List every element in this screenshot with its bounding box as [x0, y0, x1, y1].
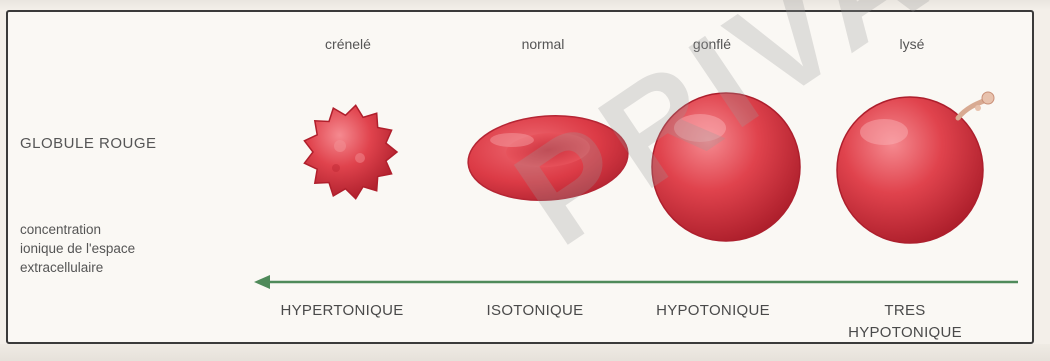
swollen-cell	[652, 93, 800, 241]
crenated-cell	[304, 105, 397, 198]
tonicity-line: HYPOTONIQUE	[848, 322, 962, 344]
normal-cell	[465, 111, 630, 206]
tonicity-tres-hypotonique: TRES HYPOTONIQUE	[848, 300, 962, 344]
concentration-arrow	[254, 275, 1018, 289]
tonicity-hypotonique: HYPOTONIQUE	[656, 300, 770, 322]
lysed-cell	[837, 92, 994, 243]
tonicity-hypertonique: HYPERTONIQUE	[280, 300, 403, 322]
tonicity-line: ISOTONIQUE	[487, 300, 584, 322]
tonicity-line: TRES	[848, 300, 962, 322]
tonicity-line: HYPOTONIQUE	[656, 300, 770, 322]
tonicity-isotonique: ISOTONIQUE	[487, 300, 584, 322]
tonicity-line: HYPERTONIQUE	[280, 300, 403, 322]
